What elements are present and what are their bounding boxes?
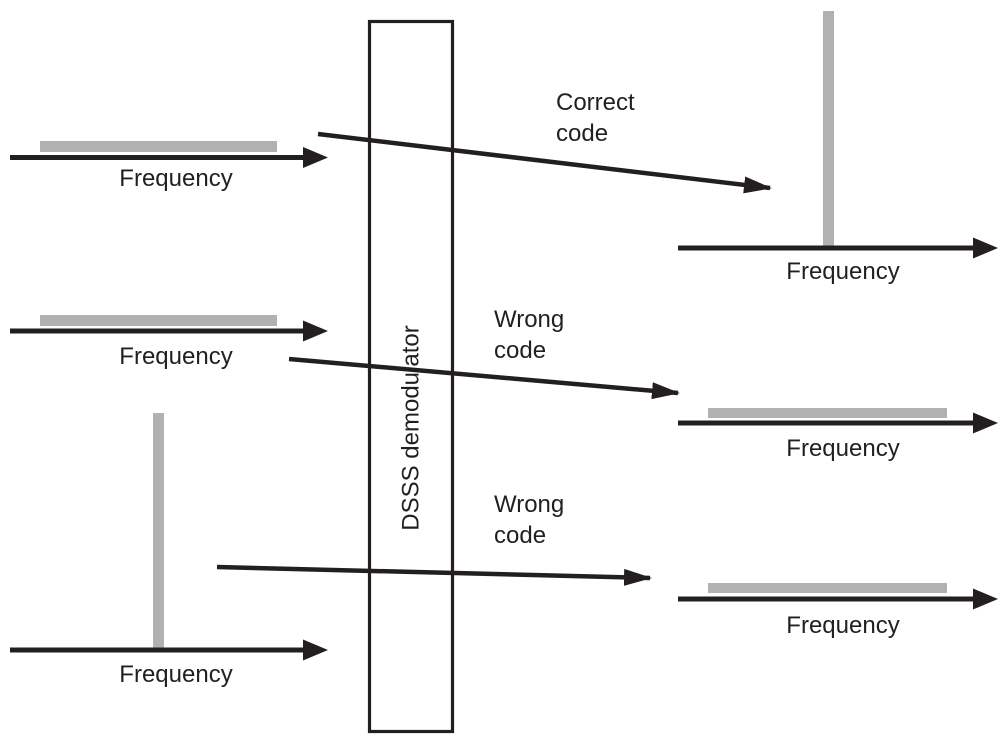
frequency-axis-arrowhead (973, 588, 998, 610)
input-spread-signal-top (10, 141, 328, 168)
frequency-axis-label-output-top: Frequency (786, 258, 900, 285)
output-spread-signal-middle (678, 408, 998, 434)
frequency-axis-arrowhead (303, 147, 328, 168)
correct-code-arrow (317, 131, 772, 194)
frequency-axis-arrowhead (973, 237, 998, 259)
frequency-axis-arrowhead (973, 412, 998, 434)
spread-spectrum-bar (708, 583, 947, 593)
frequency-axis-label-output-bottom: Frequency (786, 612, 900, 639)
correct-code-label: Correct code (556, 89, 635, 147)
output-narrowband-signal-top (678, 11, 998, 259)
spread-spectrum-bar (40, 141, 277, 152)
spread-spectrum-bar (40, 315, 277, 326)
output-spread-signal-bottom (678, 583, 998, 610)
wrong-code-label-middle: Wrong code (494, 306, 565, 364)
narrowband-spike (823, 11, 834, 248)
wrong-code-arrow-bottom (216, 564, 652, 586)
input-spread-signal-middle (10, 315, 328, 342)
wrong-code-arrow-middle (288, 356, 680, 400)
frequency-axis-arrowhead (303, 320, 328, 342)
wrong-code-label-bottom: Wrong code (494, 491, 565, 549)
frequency-axis-label-input-top: Frequency (119, 165, 233, 192)
input-narrowband-signal-bottom (10, 413, 328, 661)
narrowband-spike (153, 413, 164, 650)
frequency-axis-label-output-middle: Frequency (786, 435, 900, 462)
spread-spectrum-bar (708, 408, 947, 418)
frequency-axis-label-input-bottom: Frequency (119, 661, 233, 688)
dsss-demodulator-label: DSSS demodulator (397, 325, 425, 531)
frequency-axis-label-input-middle: Frequency (119, 343, 233, 370)
frequency-axis-arrowhead (303, 639, 328, 661)
